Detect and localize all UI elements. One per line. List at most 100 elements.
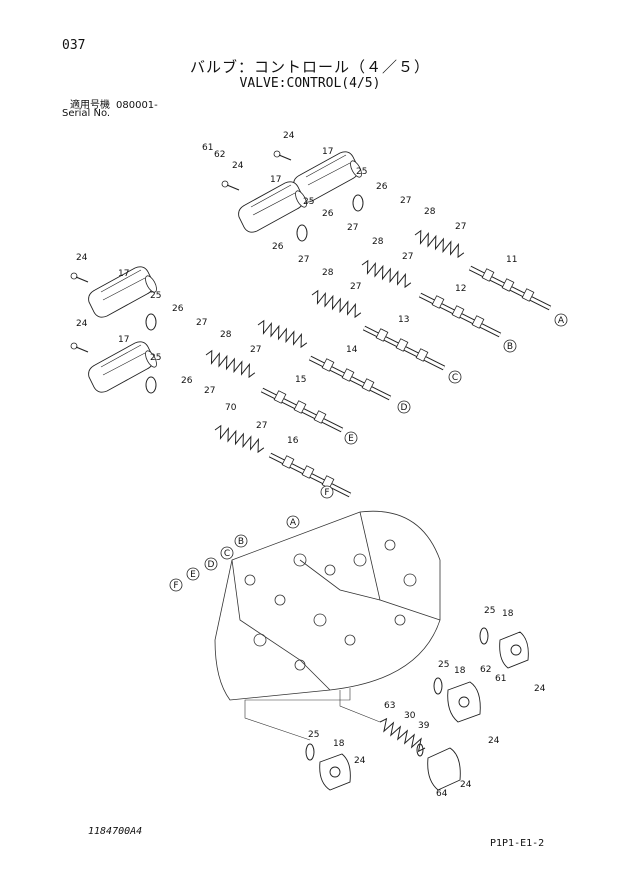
part-callout-18: 18 — [454, 666, 466, 676]
spool-12 — [420, 295, 500, 335]
reference-circle-B — [503, 339, 517, 353]
end-block-18-b — [447, 681, 481, 723]
reference-circle-A — [286, 515, 300, 529]
part-callout-24: 24 — [488, 736, 500, 746]
part-callout-39: 39 — [418, 721, 430, 731]
part-callout-24: 24 — [354, 756, 366, 766]
cap-17-d — [88, 341, 160, 393]
page-number: 037 — [62, 38, 86, 53]
leader-line-a — [244, 688, 351, 741]
part-callout-28: 28 — [220, 330, 232, 340]
spool-13 — [364, 328, 444, 368]
oring-25-f — [433, 677, 443, 695]
serial-label-jp: 適用号機 — [70, 100, 110, 111]
part-callout-62: 62 — [480, 665, 491, 675]
valve-body — [214, 510, 441, 701]
oring-25-g — [305, 743, 315, 761]
part-callout-17: 17 — [118, 269, 129, 279]
serial-label-en: Serial No. — [62, 108, 111, 119]
reference-letter-F: F — [173, 581, 178, 591]
reference-circle-C — [448, 370, 462, 384]
part-callout-27: 27 — [347, 223, 358, 233]
part-callout-27: 27 — [402, 252, 413, 262]
title-japanese: バルブ：コントロール（４／５） — [189, 58, 430, 76]
spool-16 — [270, 455, 350, 495]
oring-25-b — [296, 224, 308, 242]
page-code: P1P1-E1-2 — [490, 838, 545, 849]
part-callout-26: 26 — [172, 304, 184, 314]
part-callout-26: 26 — [322, 209, 334, 219]
part-callout-64: 64 — [436, 789, 448, 799]
part-callout-25: 25 — [484, 606, 495, 616]
part-callout-25: 25 — [438, 660, 449, 670]
part-callout-27: 27 — [196, 318, 207, 328]
part-callout-24: 24 — [76, 253, 88, 263]
part-callout-61: 61 — [202, 143, 213, 153]
cap-17-a — [293, 151, 365, 203]
leader-line-b — [339, 690, 381, 723]
spool-11 — [470, 268, 550, 308]
part-callout-27: 27 — [350, 282, 361, 292]
reference-letter-C: C — [224, 549, 230, 559]
part-callout-17: 17 — [270, 175, 281, 185]
part-callout-27: 27 — [256, 421, 267, 431]
reference-circle-D — [397, 400, 411, 414]
part-callout-24: 24 — [76, 319, 88, 329]
part-callout-27: 27 — [455, 222, 466, 232]
reference-circle-E — [344, 431, 358, 445]
title-english: VALVE:CONTROL(4/5) — [239, 76, 381, 91]
reference-letter-B: B — [238, 537, 244, 547]
figure-number: 1184700A4 — [88, 826, 143, 837]
part-callout-27: 27 — [400, 196, 411, 206]
reference-letter-F: F — [324, 488, 329, 498]
part-callout-14: 14 — [346, 345, 358, 355]
reference-letter-D: D — [401, 403, 408, 413]
bolt-24-b — [221, 180, 240, 191]
part-callout-25: 25 — [356, 167, 367, 177]
oring-25-e — [479, 627, 489, 645]
reference-circle-F — [169, 578, 183, 592]
reference-circle-B — [234, 534, 248, 548]
part-callout-24: 24 — [283, 131, 295, 141]
part-callout-28: 28 — [424, 207, 436, 217]
part-callout-25: 25 — [150, 291, 161, 301]
reference-circle-A — [554, 313, 568, 327]
part-callout-25: 25 — [150, 353, 161, 363]
reference-letter-C: C — [452, 373, 458, 383]
part-callout-27: 27 — [204, 386, 215, 396]
part-callout-62: 62 — [214, 150, 225, 160]
spring-28-e — [203, 348, 258, 379]
reference-letter-A: A — [290, 518, 297, 528]
spool-14 — [310, 358, 390, 398]
cap-17-b — [238, 181, 310, 233]
reference-letter-B: B — [507, 342, 513, 352]
end-block-18-a — [499, 631, 529, 669]
part-callout-70: 70 — [225, 403, 237, 413]
part-callout-27: 27 — [250, 345, 261, 355]
spring-28-b — [359, 258, 414, 289]
spool-15 — [262, 390, 342, 430]
part-callout-61: 61 — [495, 674, 506, 684]
part-callout-15: 15 — [295, 375, 306, 385]
bolt-24-d — [70, 342, 89, 353]
reference-circle-C — [220, 546, 234, 560]
part-callout-26: 26 — [181, 376, 193, 386]
spring-28-c — [309, 288, 364, 319]
reference-circle-F — [320, 485, 334, 499]
reference-circle-E — [186, 567, 200, 581]
part-callout-17: 17 — [322, 147, 333, 157]
part-callout-18: 18 — [502, 609, 514, 619]
part-callout-30: 30 — [404, 711, 416, 721]
reference-letter-D: D — [208, 560, 215, 570]
part-callout-11: 11 — [506, 255, 517, 265]
part-callout-26: 26 — [376, 182, 388, 192]
reference-letter-E: E — [348, 434, 354, 444]
part-callout-12: 12 — [455, 284, 466, 294]
end-block-18-c — [319, 753, 351, 791]
serial-value: 080001- — [116, 100, 158, 111]
part-callout-24: 24 — [460, 780, 472, 790]
bolt-24-a — [273, 150, 292, 161]
part-callout-27: 27 — [298, 255, 309, 265]
part-callout-26: 26 — [272, 242, 284, 252]
